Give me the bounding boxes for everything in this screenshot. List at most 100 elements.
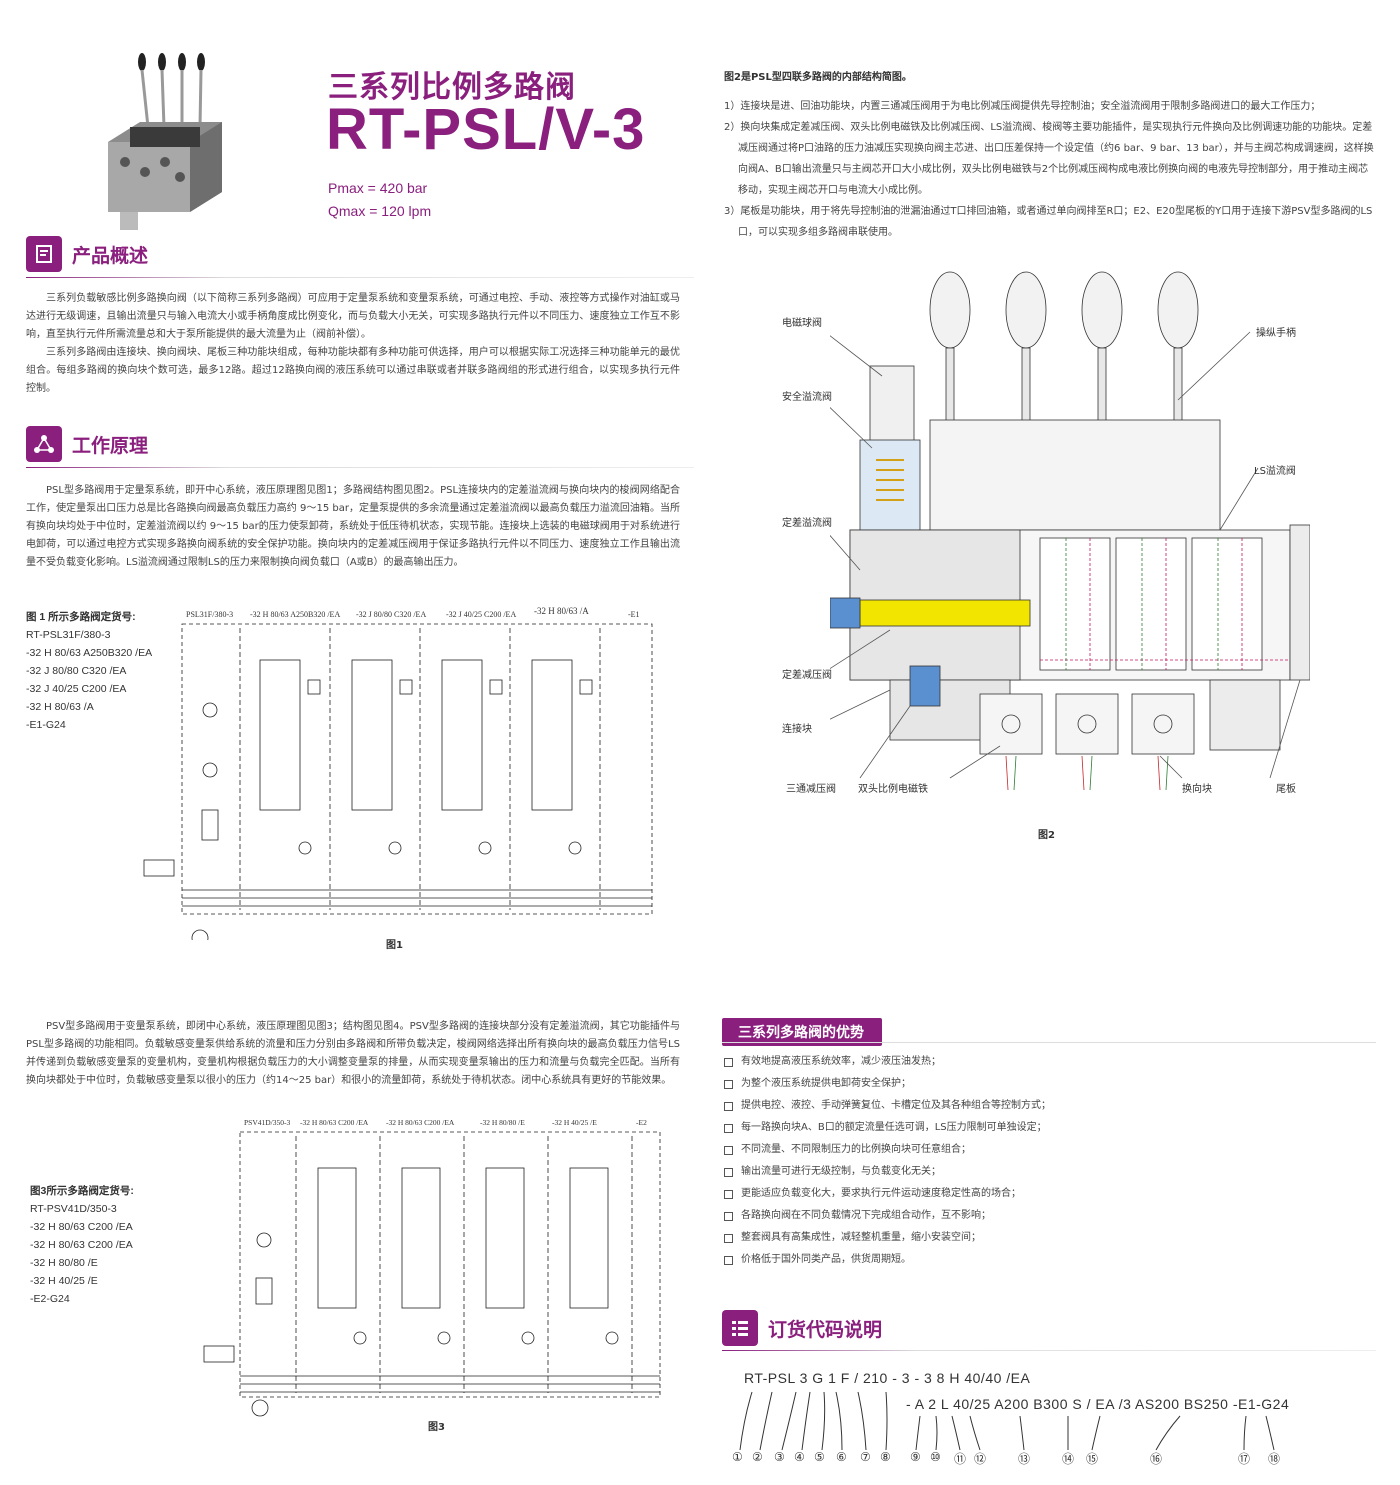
advantage-text: 为整个液压系统提供电卸荷安全保护； — [741, 1078, 911, 1089]
label-ls-relief: LS溢流阀 — [1254, 466, 1296, 477]
advantage-item: 整套阀具有高集成性，减轻整机重量，缩小安装空间； — [724, 1227, 1051, 1249]
fig3-code-title: 图3所示多路阀定货号: — [30, 1185, 134, 1197]
order-num: ⑤ — [814, 1450, 825, 1464]
principle-title: 工作原理 — [72, 434, 149, 457]
order-line-1: RT-PSL 3 G 1 F / 210 - 3 - 3 8 H 40/40 /… — [744, 1370, 1031, 1386]
order-num: ⑮ — [1086, 1452, 1099, 1466]
principle-p3: PSV型多路阀用于变量泵系统，即闭中心系统，液压原理图见图3；结构图见图4。PS… — [26, 1021, 680, 1086]
advantage-text: 更能适应负载变化大，要求执行元件运动速度稳定性高的场合； — [741, 1188, 1021, 1199]
advantage-item: 有效地提高液压系统效率，减少液压油发热； — [724, 1051, 1051, 1073]
fig1-label: -32 H 80/63 A250B320 /EA — [250, 610, 341, 619]
order-num: ⑪ — [954, 1452, 967, 1466]
label-three-way: 三通减压阀 — [786, 784, 836, 795]
code-line: -32 H 80/80 /E — [30, 1257, 98, 1269]
advantage-text: 每一路换向块A、B口的额定流量任选可调，LS压力限制可单独设定； — [741, 1122, 1047, 1133]
checkbox-icon — [724, 1079, 733, 1089]
advantage-item: 价格低于国外同类产品，供货周期短。 — [724, 1249, 1051, 1271]
fig2-item: 2）换向块集成定差减压阀、双头比例电磁铁及比例减压阀、LS溢流阀、梭阀等主要功能… — [724, 122, 1374, 196]
label-diff-reducing: 定差减压阀 — [782, 670, 832, 681]
document-icon — [26, 236, 62, 272]
fig1-label: -32 J 40/25 C200 /EA — [446, 610, 517, 619]
code-line: -32 H 80/63 C200 /EA — [30, 1239, 133, 1251]
advantage-text: 整套阀具有高集成性，减轻整机重量，缩小安装空间； — [741, 1232, 981, 1243]
fig1-code-title: 图 1 所示多路阀定货号: — [26, 611, 136, 623]
order-num: ⑥ — [836, 1450, 847, 1464]
order-num: ② — [752, 1450, 763, 1464]
fig3-caption: 图3 — [428, 1422, 445, 1433]
order-num: ⑦ — [860, 1450, 871, 1464]
fig3-label: PSV41D/350-3 — [244, 1118, 291, 1127]
fig1-caption: 图1 — [386, 940, 403, 951]
fig2-item: 1）连接块是进、回油功能块，内置三通减压阀用于为电比例减压阀提供先导控制油；安全… — [724, 101, 1321, 112]
label-solenoid-ball: 电磁球阀 — [782, 318, 822, 329]
code-line: -32 H 80/63 /A — [26, 701, 94, 713]
order-num: ⑧ — [880, 1450, 891, 1464]
divider — [722, 1350, 1376, 1351]
checkbox-icon — [724, 1057, 733, 1067]
network-icon — [26, 426, 62, 462]
advantage-text: 各路换向阀在不同负载情况下完成组合动作，互不影响； — [741, 1210, 991, 1221]
code-line: -32 H 40/25 /E — [30, 1275, 98, 1287]
advantage-item: 为整个液压系统提供电卸荷安全保护； — [724, 1073, 1051, 1095]
fig1-label: PSL31F/380-3 — [186, 610, 234, 619]
label-diff-relief: 定差溢流阀 — [782, 518, 832, 529]
overview-p1: 三系列负载敏感比例多路换向阀（以下简称三系列多路阀）可应用于定量泵系统和变量泵系… — [26, 293, 680, 340]
fig3-label: -32 H 40/25 /E — [552, 1118, 597, 1127]
checkbox-icon — [724, 1189, 733, 1199]
order-title: 订货代码说明 — [768, 1318, 883, 1341]
advantage-text: 有效地提高液压系统效率，减少液压油发热； — [741, 1056, 941, 1067]
divider — [26, 277, 694, 278]
advantage-text: 输出流量可进行无级控制，与负载变化无关； — [741, 1166, 941, 1177]
label-safety-relief: 安全溢流阀 — [782, 392, 832, 403]
code-line: -E2-G24 — [30, 1293, 70, 1305]
label-section: 换向块 — [1182, 784, 1212, 795]
fig1-label: -32 J 80/80 C320 /EA — [356, 610, 427, 619]
advantages-title: 三系列多路阀的优势 — [722, 1018, 882, 1046]
order-num: ④ — [794, 1450, 805, 1464]
order-num: ⑫ — [974, 1452, 987, 1466]
order-num: ⑰ — [1238, 1452, 1251, 1466]
advantage-item: 输出流量可进行无级控制，与负载变化无关； — [724, 1161, 1051, 1183]
order-num: ⑯ — [1150, 1452, 1163, 1466]
fig2-diagram: 电磁球阀 安全溢流阀 定差溢流阀 定差减压阀 连接块 三通减压阀 双头比例电磁铁… — [770, 270, 1330, 810]
advantage-text: 提供电控、液控、手动弹簧复位、卡槽定位及其各种组合等控制方式； — [741, 1100, 1051, 1111]
fig3-label: -32 H 80/63 C200 /EA — [386, 1118, 455, 1127]
code-line: -32 H 80/63 A250B320 /EA — [26, 647, 153, 659]
advantage-item: 每一路换向块A、B口的额定流量任选可调，LS压力限制可单独设定； — [724, 1117, 1051, 1139]
fig3-codes: 图3所示多路阀定货号: RT-PSV41D/350-3 -32 H 80/63 … — [30, 1182, 134, 1308]
fig3-label: -32 H 80/63 C200 /EA — [300, 1118, 369, 1127]
advantage-text: 价格低于国外同类产品，供货周期短。 — [741, 1254, 911, 1265]
label-end-plate: 尾板 — [1276, 784, 1296, 795]
fig1-schematic: PSL31F/380-3 -32 H 80/63 A250B320 /EA -3… — [120, 606, 680, 956]
overview-p2: 三系列多路阀由连接块、换向阀块、尾板三种功能块组成，每种功能块都有多种功能可供选… — [26, 347, 680, 394]
qmax: Qmax = 120 lpm — [328, 203, 432, 219]
principle-p1: PSL型多路阀用于定量泵系统，即开中心系统，液压原理图见图1；多路阀结构图见图2… — [26, 485, 680, 568]
order-num: ① — [732, 1450, 743, 1464]
fig2-caption: 图2 — [1038, 830, 1055, 841]
list-icon — [722, 1310, 758, 1346]
title-en: RT-PSL/V-3 — [326, 97, 646, 162]
order-numbers: ① ② ③ ④ ⑤ ⑥ ⑦ ⑧ ⑨ ⑩ ⑪ ⑫ ⑬ ⑭ ⑮ ⑯ ⑰ ⑱ — [732, 1450, 1292, 1468]
order-header: 订货代码说明 — [722, 1310, 882, 1346]
overview-header: 产品概述 — [26, 236, 148, 272]
advantage-item: 各路换向阀在不同负载情况下完成组合动作，互不影响； — [724, 1205, 1051, 1227]
label-double-solenoid: 双头比例电磁铁 — [858, 784, 928, 795]
advantage-text: 不同流量、不同限制压力的比例换向块可任意组合； — [741, 1144, 971, 1155]
checkbox-icon — [724, 1101, 733, 1111]
code-line: -E1-G24 — [26, 719, 66, 731]
checkbox-icon — [724, 1211, 733, 1221]
pmax: Pmax = 420 bar — [328, 180, 428, 196]
label-inlet: 连接块 — [782, 724, 812, 735]
divider — [722, 1042, 1376, 1043]
code-line: RT-PSL31F/380-3 — [26, 629, 111, 641]
fig2-intro: 图2是PSL型四联多路阀的内部结构简图。 — [724, 72, 912, 83]
order-num: ⑱ — [1268, 1452, 1281, 1466]
order-num: ⑩ — [930, 1450, 941, 1464]
principle-header: 工作原理 — [26, 426, 148, 462]
overview-title: 产品概述 — [72, 244, 149, 267]
checkbox-icon — [724, 1167, 733, 1177]
order-line-2: - A 2 L 40/25 A200 B300 S / EA /3 AS200 … — [906, 1396, 1290, 1412]
order-leader-lines — [739, 1391, 1275, 1451]
fig1-label: -32 H 80/63 /A — [534, 606, 589, 616]
fig1-codes: 图 1 所示多路阀定货号: RT-PSL31F/380-3 -32 H 80/6… — [26, 608, 152, 734]
